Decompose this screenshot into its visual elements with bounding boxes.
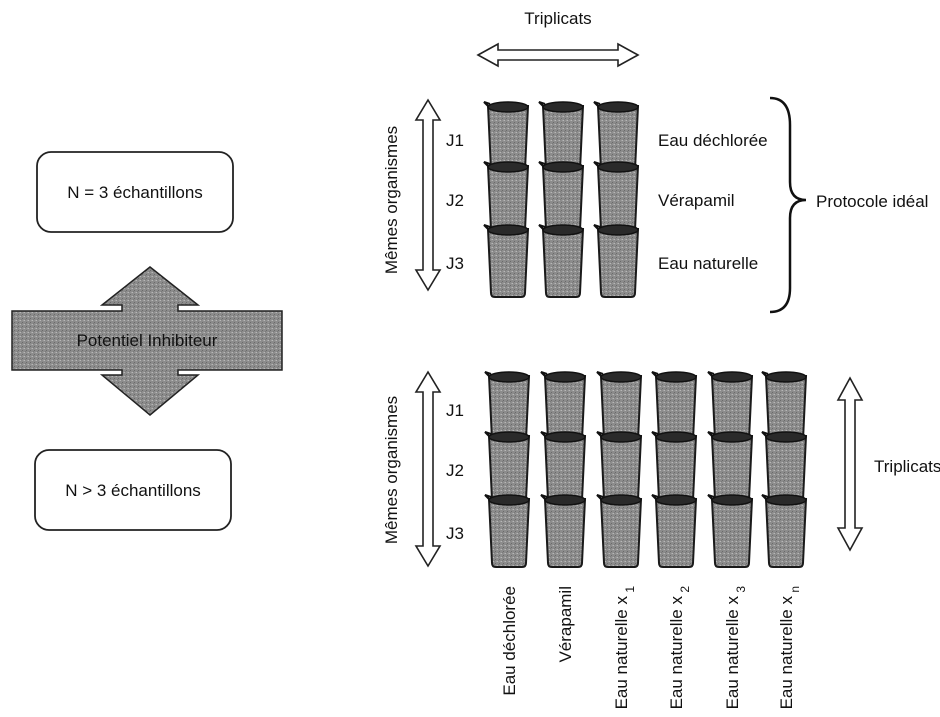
bottom-beaker-r3-c5 <box>707 494 753 568</box>
bottom-column-label: Eau déchlorée <box>500 586 519 696</box>
top-beaker-r2-c3 <box>593 161 639 235</box>
n-gt3-samples-label: N > 3 échantillons <box>65 481 201 500</box>
top-beaker-r3-c2 <box>538 224 584 298</box>
bottom-beaker-r2-c6 <box>761 431 807 505</box>
n3-samples-box <box>36 151 234 233</box>
top-condition-label: Eau déchlorée <box>658 131 768 150</box>
bottom-beaker-r2-c5 <box>707 431 753 505</box>
n3-samples-label: N = 3 échantillons <box>67 183 203 202</box>
top-condition-label: Vérapamil <box>658 191 735 210</box>
top-triplicats-double-arrow <box>476 42 640 68</box>
top-row-label-j3: J3 <box>446 254 464 273</box>
bottom-triplicats-double-arrow <box>836 376 864 552</box>
bottom-beaker-r3-c3 <box>596 494 642 568</box>
inhibitory-potential-cross-arrow <box>11 266 283 416</box>
top-beaker-r3-c3 <box>593 224 639 298</box>
bottom-column-label: Eau naturelle x 3 <box>723 586 748 710</box>
bottom-row-label-j1: J1 <box>446 401 464 420</box>
bottom-column-label: Eau naturelle x n <box>777 586 802 709</box>
top-condition-label: Eau naturelle <box>658 254 758 273</box>
top-row-label-j1: J1 <box>446 131 464 150</box>
protocol-ideal-label: Protocole idéal <box>816 192 928 211</box>
bottom-beaker-r3-c6 <box>761 494 807 568</box>
bottom-beaker-grid <box>484 371 807 568</box>
top-beaker-r3-c1 <box>483 224 529 298</box>
left-panel: N = 3 échantillons Potentiel Inhibiteur … <box>11 151 283 531</box>
bottom-column-label: Eau naturelle x 1 <box>612 586 637 710</box>
bottom-column-label: Eau naturelle x 2 <box>667 586 692 710</box>
bottom-triplicats-label: Triplicats <box>874 457 940 476</box>
bottom-column-label: Vérapamil <box>556 586 575 663</box>
bottom-beaker-r3-c4 <box>651 494 697 568</box>
top-beaker-grid <box>483 101 639 298</box>
bottom-beaker-r3-c2 <box>540 494 586 568</box>
bottom-beaker-r2-c3 <box>596 431 642 505</box>
protocol-brace <box>769 96 807 314</box>
top-same-organisms-label: Mêmes organismes <box>382 126 401 274</box>
inhibitory-potential-label: Potentiel Inhibiteur <box>77 331 218 350</box>
top-row-label-j2: J2 <box>446 191 464 210</box>
n-gt3-samples-box <box>34 449 232 531</box>
bottom-vertical-double-arrow <box>414 370 442 568</box>
top-beaker-r2-c1 <box>483 161 529 235</box>
top-beaker-r2-c2 <box>538 161 584 235</box>
bottom-beaker-r2-c2 <box>540 431 586 505</box>
bottom-beaker-r2-c4 <box>651 431 697 505</box>
top-triplicats-label: Triplicats <box>524 9 591 28</box>
bottom-row-label-j3: J3 <box>446 524 464 543</box>
bottom-row-label-j2: J2 <box>446 461 464 480</box>
bottom-same-organisms-label: Mêmes organismes <box>382 396 401 544</box>
top-vertical-double-arrow <box>414 98 442 292</box>
bottom-beaker-r3-c1 <box>484 494 530 568</box>
bottom-beaker-r2-c1 <box>484 431 530 505</box>
